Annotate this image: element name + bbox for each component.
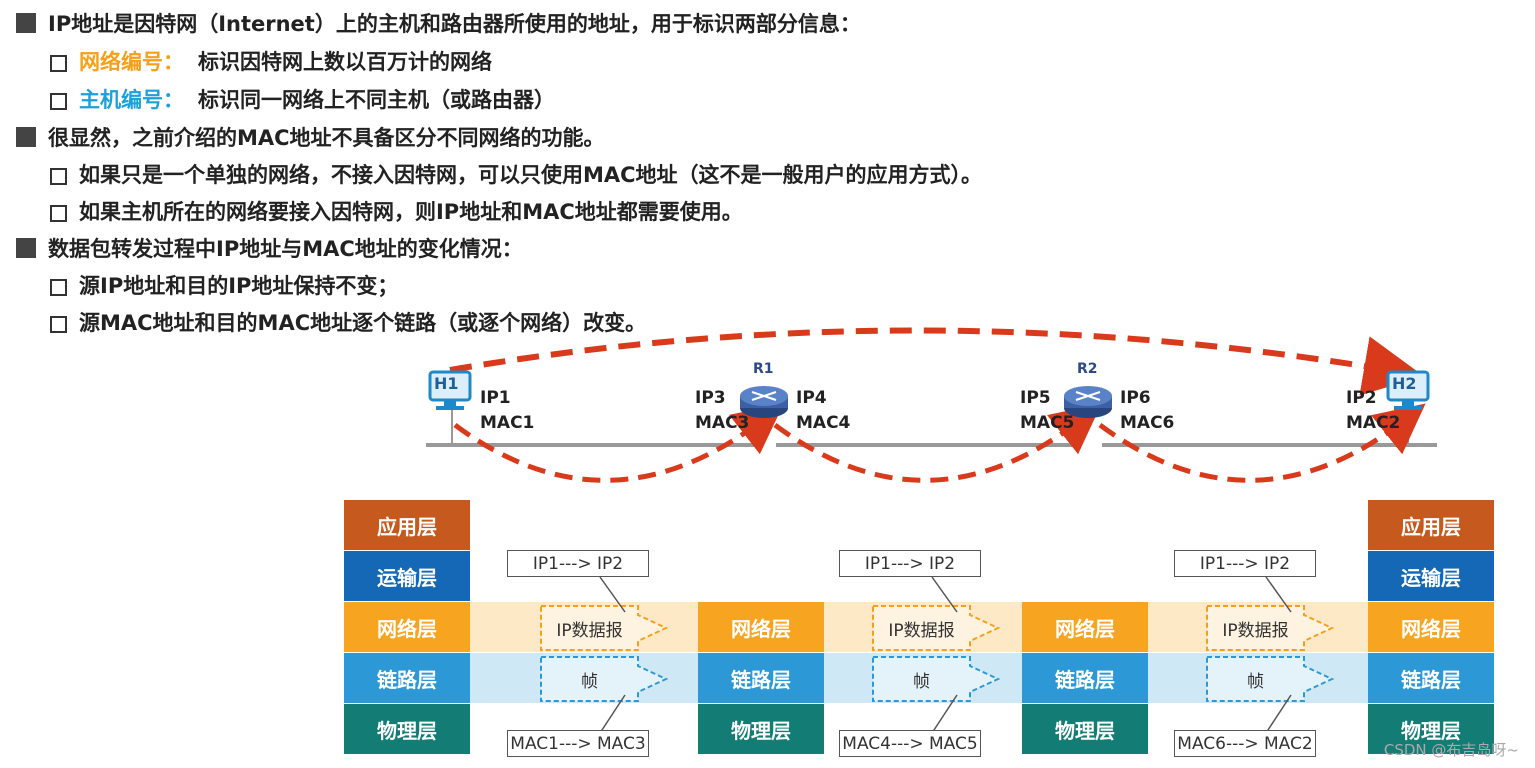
bullet-2-sub-2: 如果主机所在的网络要接入因特网，则IP地址和MAC地址都需要使用。 [50, 196, 743, 226]
r1-physical-layer: 物理层 [698, 704, 824, 754]
hop-3-packet-arrow [1206, 605, 1335, 651]
router-r1-icon [740, 386, 788, 418]
hop-2-ip-callout: IP1---> IP2 [839, 550, 981, 577]
r2-mac-left: MAC5 [1020, 413, 1075, 433]
bullet-3-text: 数据包转发过程中IP地址与MAC地址的变化情况： [48, 237, 523, 261]
r2-ip-right: IP6 [1120, 388, 1151, 408]
hop-1-frame-label: 帧 [581, 671, 598, 692]
host-h1-icon [428, 370, 472, 410]
hop-1-arrow [453, 403, 784, 483]
h1-ip: IP1 [480, 388, 511, 408]
watermark: CSDN @布吉岛呀~ [1383, 741, 1519, 759]
hop-1-mac-callout: MAC1---> MAC3 [507, 730, 649, 757]
checkbox-icon [50, 316, 67, 333]
h1-physical-layer: 物理层 [344, 704, 470, 754]
bullet-2: 很显然，之前介绍的MAC地址不具备区分不同网络的功能。 [16, 122, 605, 152]
end-to-end-arrow [449, 327, 1424, 396]
square-bullet-icon [16, 13, 36, 33]
hop-1-ip-callout: IP1---> IP2 [507, 550, 649, 577]
r1-ip-right: IP4 [796, 388, 827, 408]
bullet-1-sub-2-text: 标识同一网络上不同主机（或路由器） [198, 88, 555, 112]
r2-network-layer: 网络层 [1022, 602, 1148, 652]
h2-physical-layer: 物理层 [1368, 704, 1494, 754]
h2-ip: IP2 [1346, 388, 1377, 408]
bullet-3-sub-2: 源MAC地址和目的MAC地址逐个链路（或逐个网络）改变。 [50, 307, 646, 337]
hop-3-packet-label: IP数据报 [1222, 620, 1289, 641]
h2-badge: H2 [1392, 374, 1417, 393]
bullet-1-text: IP地址是因特网（Internet）上的主机和路由器所使用的地址，用于标识两部分… [48, 12, 861, 36]
hop-2-frame-label: 帧 [913, 671, 930, 692]
r1-mac-left: MAC3 [695, 413, 750, 433]
h1-transport-layer: 运输层 [344, 551, 470, 601]
h1-network-layer: 网络层 [344, 602, 470, 652]
hop-3-mac-callout: MAC6---> MAC2 [1174, 730, 1316, 757]
r1-ip-left: IP3 [695, 388, 726, 408]
h2-network-layer: 网络层 [1368, 602, 1494, 652]
h1-application-layer: 应用层 [344, 500, 470, 550]
hop-1-frame-arrow [540, 656, 669, 702]
bullet-2-sub-2-text: 如果主机所在的网络要接入因特网，则IP地址和MAC地址都需要使用。 [79, 200, 743, 224]
hop-2-frame-arrow [872, 656, 1001, 702]
h1-mac: MAC1 [480, 413, 535, 433]
checkbox-icon [50, 205, 67, 222]
bullet-2-text: 很显然，之前介绍的MAC地址不具备区分不同网络的功能。 [48, 126, 605, 150]
checkbox-icon [50, 55, 67, 72]
network-number-keyword: 网络编号： [79, 50, 184, 74]
r2-label: R2 [1077, 361, 1098, 377]
h2-transport-layer: 运输层 [1368, 551, 1494, 601]
h2-link-layer: 链路层 [1368, 653, 1494, 703]
r1-link-layer: 链路层 [698, 653, 824, 703]
r1-label: R1 [753, 361, 774, 377]
hop-2-arrow [773, 403, 1102, 483]
bullet-3-sub-1-text: 源IP地址和目的IP地址保持不变； [79, 274, 399, 298]
hop-3-frame-arrow [1206, 656, 1335, 702]
checkbox-icon [50, 279, 67, 296]
hop-2-mac-callout: MAC4---> MAC5 [839, 730, 981, 757]
hop-1-packet-arrow [540, 605, 669, 651]
r2-physical-layer: 物理层 [1022, 704, 1148, 754]
bullet-3-sub-1: 源IP地址和目的IP地址保持不变； [50, 270, 398, 300]
r2-link-layer: 链路层 [1022, 653, 1148, 703]
bullet-2-sub-1: 如果只是一个单独的网络，不接入因特网，可以只使用MAC地址（这不是一般用户的应用… [50, 159, 982, 189]
h2-application-layer: 应用层 [1368, 500, 1494, 550]
hop-3-arrow [1098, 403, 1426, 483]
square-bullet-icon [16, 127, 36, 147]
h2-mac: MAC2 [1346, 413, 1401, 433]
bullet-3: 数据包转发过程中IP地址与MAC地址的变化情况： [16, 233, 523, 263]
r2-ip-left: IP5 [1020, 388, 1051, 408]
checkbox-icon [50, 93, 67, 110]
bullet-1: IP地址是因特网（Internet）上的主机和路由器所使用的地址，用于标识两部分… [16, 8, 861, 38]
r2-mac-right: MAC6 [1120, 413, 1175, 433]
square-bullet-icon [16, 238, 36, 258]
hop-3-frame-label: 帧 [1247, 671, 1264, 692]
r1-network-layer: 网络层 [698, 602, 824, 652]
bullet-2-sub-1-text: 如果只是一个单独的网络，不接入因特网，可以只使用MAC地址（这不是一般用户的应用… [79, 163, 983, 187]
bullet-1-sub-1-text: 标识因特网上数以百万计的网络 [198, 50, 492, 74]
r1-mac-right: MAC4 [796, 413, 851, 433]
hop-2-packet-arrow [872, 605, 1001, 651]
host-number-keyword: 主机编号： [79, 88, 184, 112]
h1-link-layer: 链路层 [344, 653, 470, 703]
bullet-3-sub-2-text: 源MAC地址和目的MAC地址逐个链路（或逐个网络）改变。 [79, 311, 647, 335]
bullet-1-sub-1: 网络编号： 标识因特网上数以百万计的网络 [50, 46, 492, 76]
hop-3-ip-callout: IP1---> IP2 [1174, 550, 1316, 577]
router-r2-icon [1064, 386, 1112, 418]
hop-1-packet-label: IP数据报 [556, 620, 623, 641]
bullet-1-sub-2: 主机编号： 标识同一网络上不同主机（或路由器） [50, 84, 555, 114]
h1-badge: H1 [434, 374, 459, 393]
hop-2-packet-label: IP数据报 [888, 620, 955, 641]
host-h2-icon [1386, 370, 1430, 410]
checkbox-icon [50, 168, 67, 185]
